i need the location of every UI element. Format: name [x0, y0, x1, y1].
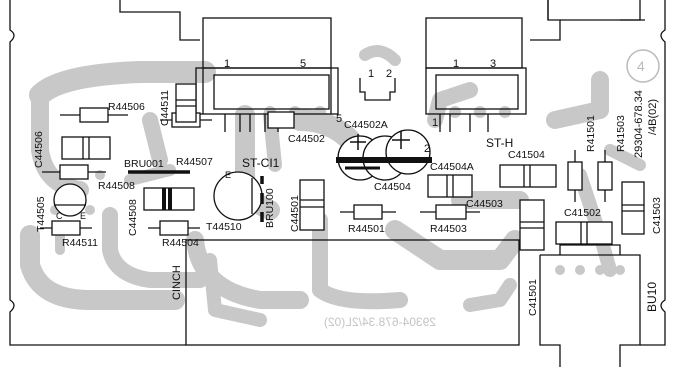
- st-ci1-label: ST-CI1: [242, 156, 280, 170]
- c44504-label: C44504: [374, 181, 411, 193]
- st-h-pin-last: 3: [490, 58, 496, 70]
- c41502-label: C41502: [564, 207, 601, 219]
- c41504-label: C41504: [508, 149, 545, 161]
- st-h-label: ST-H: [486, 136, 513, 150]
- st-ci1-side-pin: 5: [336, 113, 342, 125]
- st-h-pin-first: 1: [453, 58, 459, 70]
- c44501-label: C44501: [289, 195, 301, 232]
- t44510-label: T44510: [206, 221, 242, 233]
- t44505-label: T44505: [35, 196, 47, 232]
- c44504a-label: C44504A: [430, 161, 474, 173]
- r41503-label: R41503: [615, 115, 627, 152]
- mirrored-part-number: 29304-678.34/2L(02): [324, 315, 436, 329]
- jumper-12: [359, 78, 396, 101]
- board-outline: [9, 0, 666, 346]
- connector-st-h: [425, 17, 527, 132]
- jumper-pin-2: 2: [386, 68, 392, 80]
- bu10-label: BU10: [645, 282, 659, 312]
- board-revision: /4B(02): [647, 99, 659, 135]
- labels: 1 5 5 1 2 1 3 1 2 ST-CI1 ST-H R44506 C44…: [33, 58, 663, 329]
- corner-mark-circle: [626, 49, 660, 83]
- st-h-side-pin-2: 2: [424, 143, 430, 155]
- bu10-outline: [539, 244, 641, 367]
- r44503-label: R44503: [430, 223, 467, 235]
- st-h-side-pin-1: 1: [432, 117, 438, 129]
- t44510-pin-e: E: [225, 170, 231, 180]
- bru100-label: BRU100: [264, 188, 276, 228]
- c44506-label: C44506: [33, 131, 45, 168]
- t44505-pin-c: C: [56, 211, 63, 221]
- r44507-label: R44507: [176, 156, 213, 168]
- r44501-label: R44501: [348, 223, 385, 235]
- st-ci1-pin-first: 1: [224, 58, 230, 70]
- jumper-pin-1: 1: [368, 68, 374, 80]
- c41503-label: C41503: [651, 197, 663, 234]
- cinch-outline: [185, 239, 520, 346]
- bru001-label: BRU001: [124, 158, 164, 170]
- capacitors: [61, 83, 645, 251]
- connector-st-ci1: [195, 17, 339, 132]
- c44511-label: C44511: [159, 90, 171, 126]
- r44506-label: R44506: [108, 101, 145, 113]
- board-part-number: 29304-678.34: [633, 90, 645, 158]
- transistors: [53, 171, 263, 221]
- c44508-label: C44508: [127, 199, 139, 236]
- r41501-label: R41501: [585, 115, 597, 152]
- electrolytic-capacitors: [336, 129, 432, 181]
- st-ci1-pin-last: 5: [300, 58, 306, 70]
- c41501-label: C41501: [527, 279, 539, 316]
- t44505-pin-e: E: [80, 211, 86, 221]
- r44504-label: R44504: [162, 237, 199, 249]
- c44502a-label: C44502A: [344, 119, 388, 131]
- c44503-label: C44503: [466, 198, 503, 210]
- wire-bridges: [128, 170, 264, 222]
- r44511-label: R44511: [62, 237, 98, 249]
- corner-mark: 4: [637, 58, 645, 74]
- cinch-label: CINCH: [171, 265, 183, 300]
- c44502-label: C44502: [288, 133, 325, 145]
- r44508-label: R44508: [98, 180, 135, 192]
